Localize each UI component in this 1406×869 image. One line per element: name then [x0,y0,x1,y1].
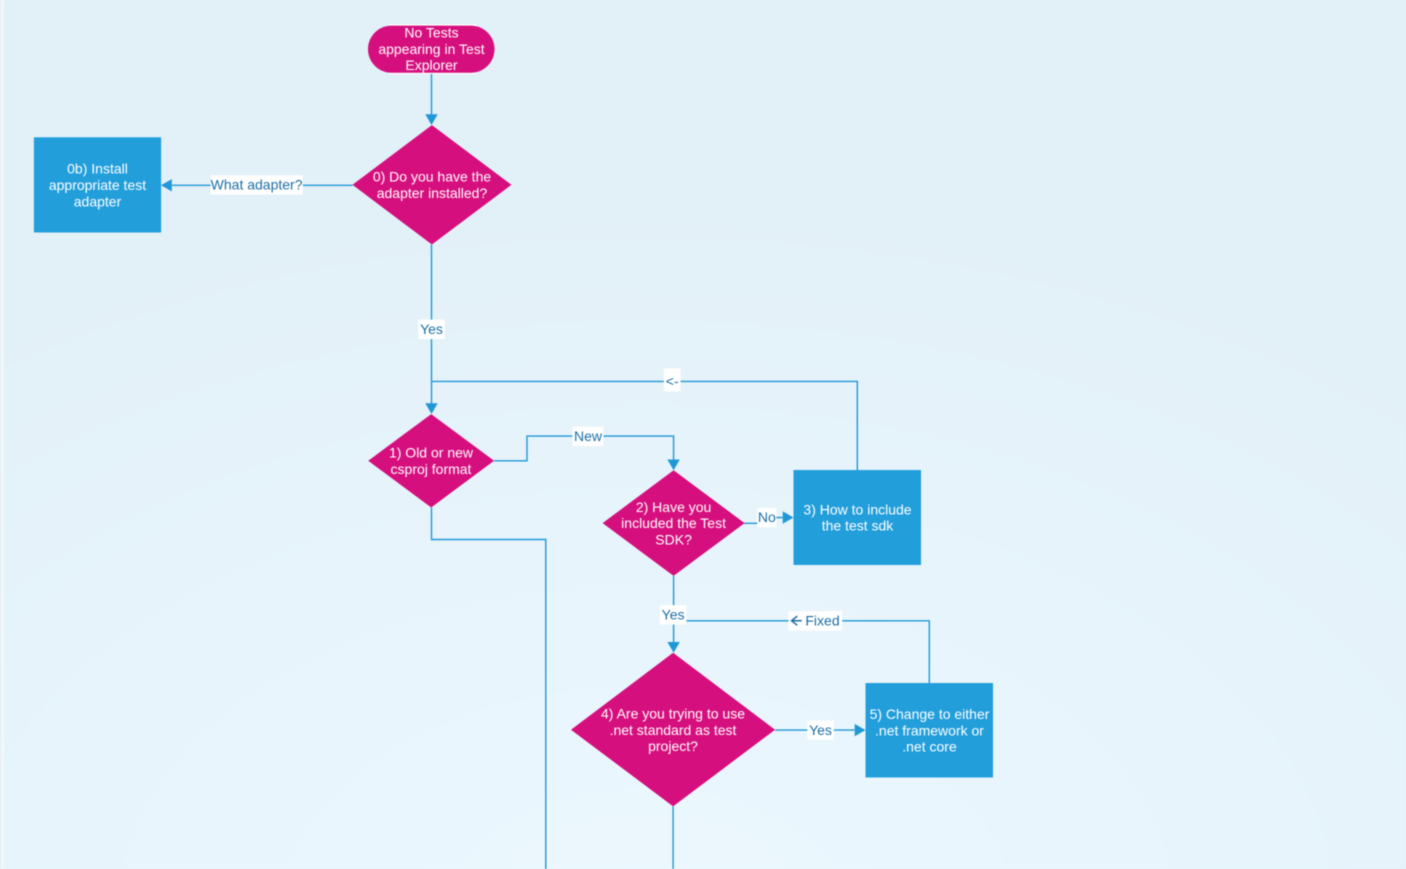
svg-text:New: New [574,428,603,444]
svg-text:SDK?: SDK? [655,532,692,548]
svg-text:4) Are you trying to use: 4) Are you trying to use [601,706,745,722]
svg-text:2) Have you: 2) Have you [636,499,711,515]
svg-text:Yes: Yes [662,607,685,623]
svg-text:No Tests: No Tests [404,25,458,41]
svg-text:1) Old or new: 1) Old or new [389,445,474,461]
svg-text:appropriate test: appropriate test [49,177,146,193]
svg-text:<-: <- [666,373,679,389]
svg-text:.net core: .net core [902,739,957,755]
svg-text:5) Change to either: 5) Change to either [870,706,990,722]
svg-text:No: No [758,509,776,525]
svg-text:.net standard as test: .net standard as test [610,722,737,738]
svg-text:project?: project? [648,738,698,754]
svg-text:the test sdk: the test sdk [822,518,895,534]
svg-text:Explorer: Explorer [405,57,457,73]
svg-text:0) Do you have the: 0) Do you have the [373,169,492,185]
svg-text:appearing in Test: appearing in Test [378,41,484,57]
svg-text:included the Test: included the Test [621,515,726,531]
svg-text:.net framework or: .net framework or [875,722,984,738]
svg-text:0b) Install: 0b) Install [67,161,128,177]
svg-text:Yes: Yes [809,722,832,738]
svg-text:What adapter?: What adapter? [211,177,303,193]
svg-text:3) How to include: 3) How to include [803,501,911,517]
svg-text:csproj format: csproj format [391,461,472,477]
svg-text:adapter: adapter [74,193,122,209]
svg-text:adapter installed?: adapter installed? [377,185,488,201]
svg-text:Fixed: Fixed [805,613,839,629]
svg-text:Yes: Yes [420,321,443,337]
